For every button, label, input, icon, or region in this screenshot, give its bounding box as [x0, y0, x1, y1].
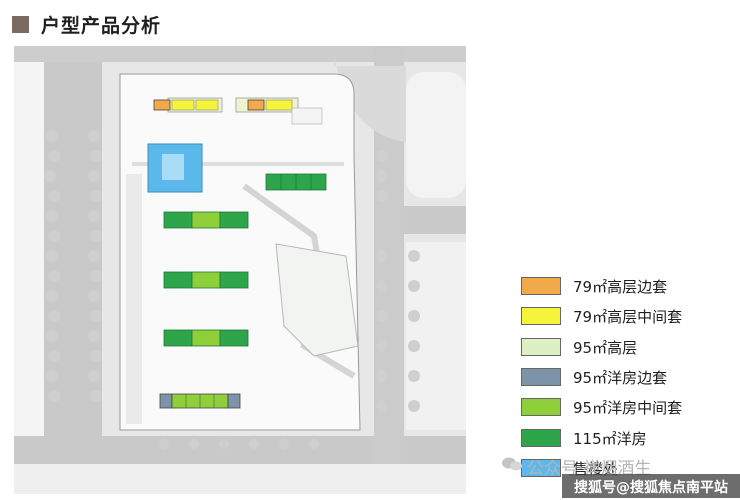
legend-label: 79㎡高层中间套: [573, 307, 683, 326]
title-bar: 户型产品分析: [12, 10, 161, 38]
title-marker: [12, 15, 29, 33]
legend-swatch: [521, 277, 561, 295]
legend-item: 95㎡高层: [521, 336, 637, 358]
legend-label: 售楼处: [573, 459, 619, 478]
legend-label: 115㎡洋房: [573, 429, 647, 448]
legend-swatch: [521, 459, 561, 477]
site-plan: [14, 46, 466, 494]
legend-label: 95㎡高层: [573, 338, 638, 357]
legend-swatch: [521, 429, 561, 447]
legend-item: 95㎡洋房边套: [521, 366, 667, 388]
page-title: 户型产品分析: [41, 14, 162, 37]
watermark-bar-text: 搜狐号@搜狐焦点南平站: [574, 480, 728, 496]
watermark-bar: [562, 474, 740, 498]
legend-label: 95㎡洋房边套: [573, 368, 668, 387]
legend-swatch: [521, 307, 561, 325]
legend-item: 79㎡高层边套: [521, 275, 667, 297]
legend-swatch: [521, 398, 561, 416]
legend-item: 115㎡洋房: [521, 427, 647, 449]
legend-label: 95㎡洋房中间套: [573, 398, 683, 417]
legend-label: 79㎡高层边套: [573, 277, 668, 296]
legend-swatch: [521, 368, 561, 386]
chat-icon: [502, 457, 522, 471]
legend-item: 79㎡高层中间套: [521, 305, 682, 327]
legend-item: 95㎡洋房中间套: [521, 396, 682, 418]
legend-swatch: [521, 338, 561, 356]
legend-item: 售楼处: [521, 457, 618, 479]
